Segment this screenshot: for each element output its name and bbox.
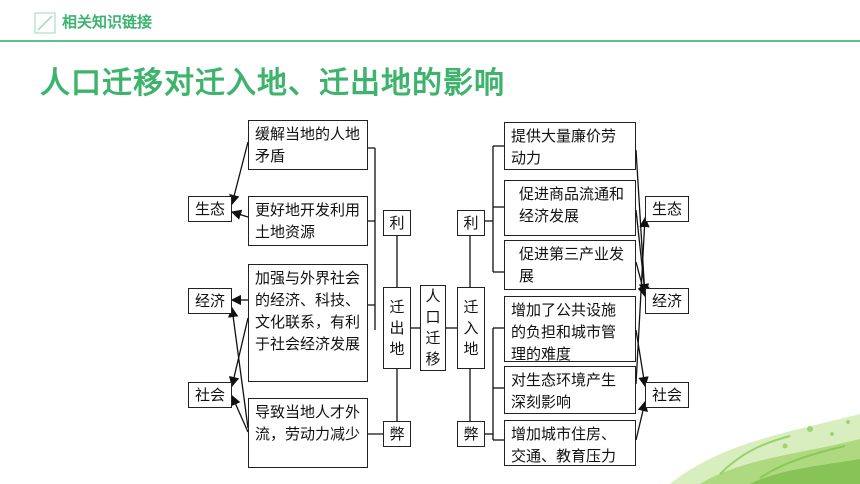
center-label: 人口迁移: [425, 287, 441, 368]
center-box: 人口迁移: [420, 285, 446, 371]
right-item-5: 对生态环境产生深刻影响: [504, 366, 636, 414]
section-header-title: 相关知识链接: [62, 13, 153, 31]
decorative-grass-splash: [670, 414, 860, 484]
right-category-society: 社会: [645, 382, 689, 408]
chevron-corner-icon: [34, 12, 56, 34]
right-item-4: 增加了公共设施的负担和城市管理的难度: [504, 296, 636, 363]
out-cons-label: 弊: [383, 421, 411, 447]
left-item-4: 导致当地人才外流，劳动力减少: [248, 398, 368, 468]
right-item-2: 促进商品流通和经济发展: [504, 180, 636, 236]
right-category-economy: 经济: [645, 288, 689, 314]
page-title: 人口迁移对迁入地、迁出地的影响: [40, 66, 505, 101]
right-item-1: 提供大量廉价劳动力: [504, 122, 636, 170]
header-divider: [0, 40, 860, 42]
in-region-label: 迁入地: [463, 297, 479, 358]
in-cons-label: 弊: [457, 421, 485, 447]
in-region-box: 迁入地: [457, 287, 485, 369]
left-category-society: 社会: [188, 382, 232, 408]
left-category-economy: 经济: [188, 288, 232, 314]
in-pros-label: 利: [457, 210, 485, 236]
right-item-6: 增加城市住房、交通、教育压力: [504, 420, 636, 466]
left-item-3: 加强与外界社会的经济、科技、文化联系，有利于社会经济发展: [248, 264, 368, 382]
left-item-1: 缓解当地的人地矛盾: [248, 120, 368, 170]
left-item-2: 更好地开发利用土地资源: [248, 196, 368, 246]
right-category-ecology: 生态: [645, 196, 689, 222]
out-region-label: 迁出地: [389, 297, 405, 358]
out-pros-label: 利: [383, 210, 411, 236]
left-category-ecology: 生态: [188, 196, 232, 222]
right-item-3: 促进第三产业发展: [504, 240, 636, 290]
out-region-box: 迁出地: [383, 287, 411, 369]
